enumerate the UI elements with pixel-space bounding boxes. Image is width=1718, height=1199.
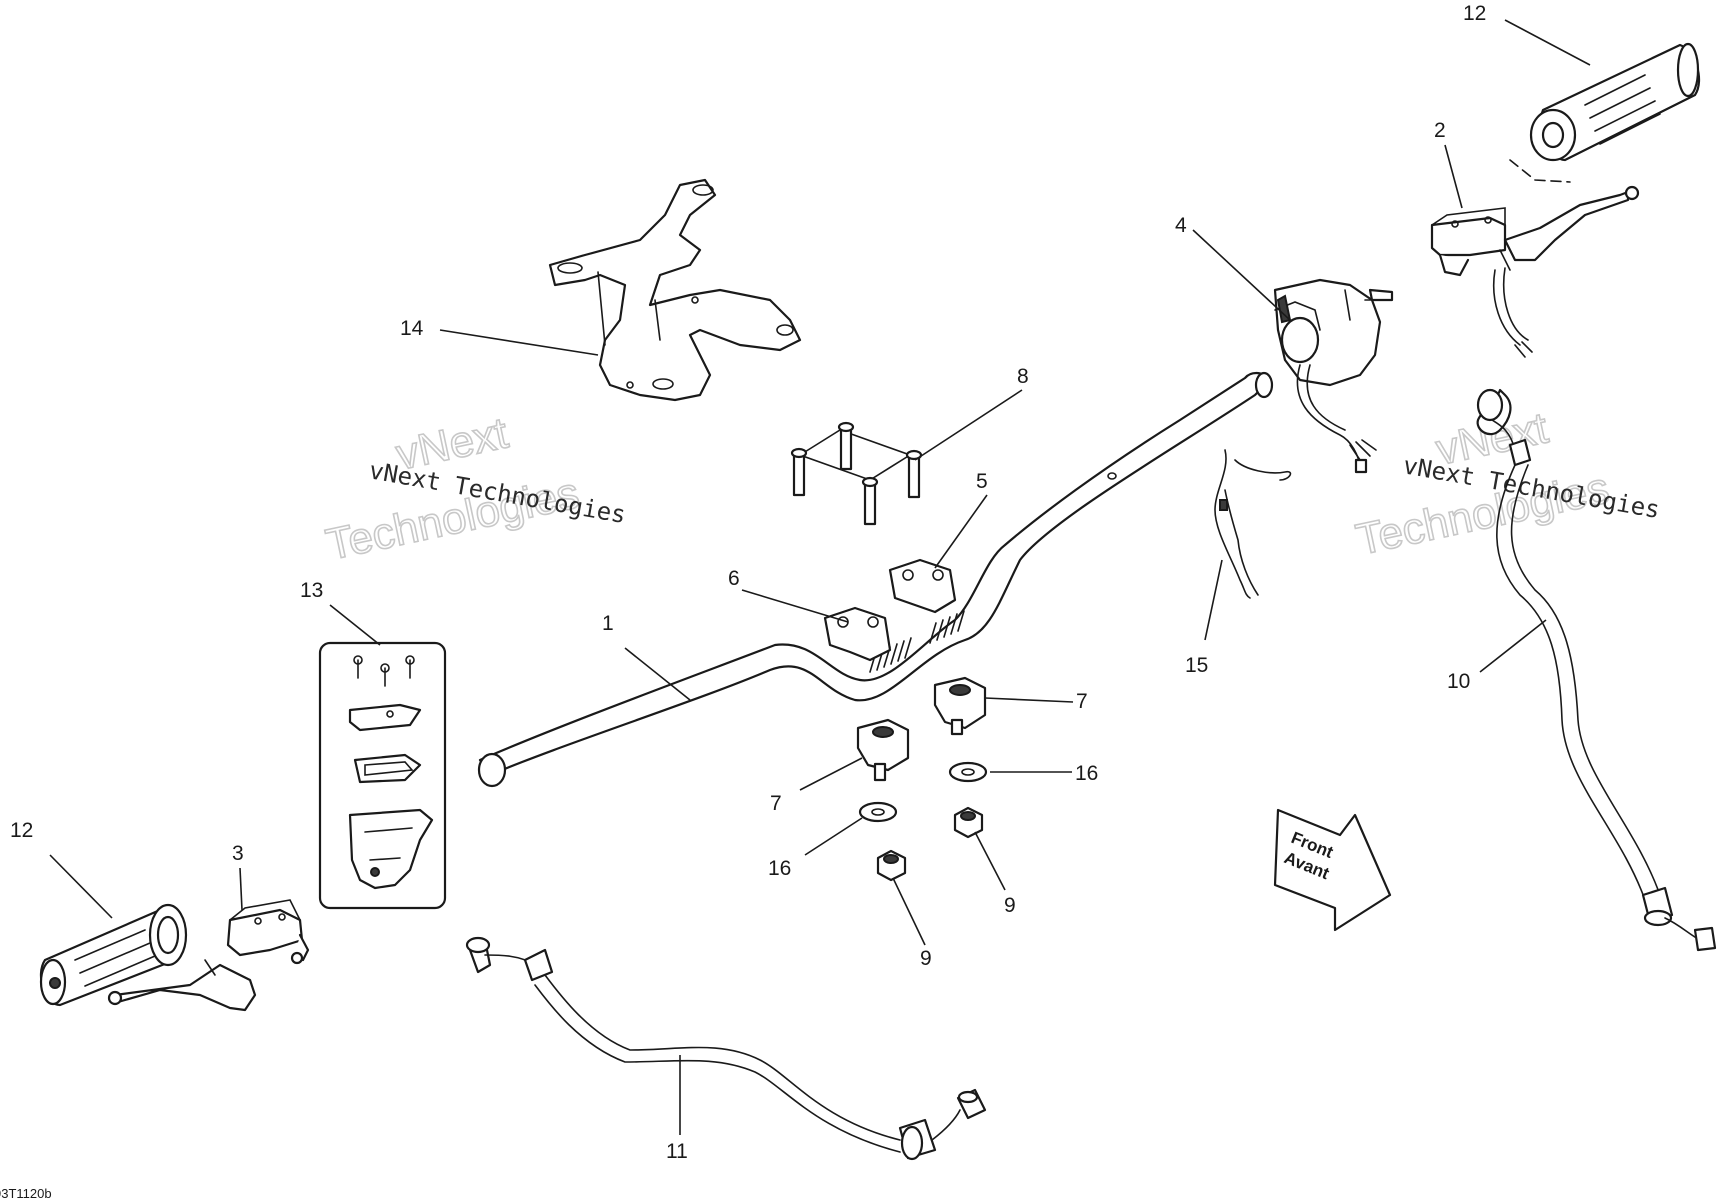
washer-left — [858, 801, 898, 823]
upper-clamp-5 — [888, 558, 957, 614]
right-grip — [1509, 42, 1700, 183]
callout-12-top: 12 — [1463, 2, 1486, 25]
upper-clamp-6 — [823, 606, 892, 662]
handlebar — [477, 371, 1274, 788]
bolt — [837, 421, 855, 471]
nut-right — [953, 806, 984, 839]
callout-5: 5 — [976, 470, 988, 493]
master-cylinder-kit — [318, 641, 447, 910]
callout-7-right: 7 — [1076, 690, 1088, 713]
figure-reference: 93T1120b — [0, 1186, 52, 1199]
callout-2: 2 — [1434, 119, 1446, 142]
handlebar-knurling — [869, 610, 965, 673]
left-grip — [39, 903, 188, 1007]
callout-9-right: 9 — [1004, 894, 1016, 917]
bolt — [905, 449, 923, 499]
callout-3: 3 — [232, 842, 244, 865]
callout-7-left: 7 — [770, 792, 782, 815]
nut-left — [876, 849, 907, 882]
lower-clamp-left — [856, 718, 910, 782]
callout-4: 4 — [1175, 214, 1187, 237]
leader-lines — [49, 19, 1591, 1135]
washer-right — [948, 761, 988, 783]
callout-15: 15 — [1185, 654, 1208, 677]
watermark-left: vNext Technologies vNext Technologies — [321, 408, 628, 571]
callouts: 1 2 3 4 5 6 7 7 8 9 9 10 11 12 12 13 14 … — [10, 2, 1486, 1163]
wiring-harness-15 — [1214, 449, 1292, 599]
lower-clamp-right — [933, 676, 987, 736]
callout-8: 8 — [1017, 365, 1029, 388]
callout-13: 13 — [300, 579, 323, 602]
right-brake-lever — [1430, 185, 1640, 358]
bolt — [861, 476, 879, 526]
brake-cable-right — [1476, 388, 1717, 952]
callout-16-left: 16 — [768, 857, 791, 880]
callout-14: 14 — [400, 317, 424, 340]
bolt — [790, 447, 808, 497]
callout-11: 11 — [666, 1140, 688, 1163]
callout-12-bottom: 12 — [10, 819, 33, 842]
bolts — [790, 421, 923, 526]
left-brake-lever — [107, 899, 310, 1012]
bracket — [548, 178, 802, 402]
switch-housing — [1273, 278, 1394, 474]
callout-1: 1 — [602, 612, 614, 635]
brake-cable-left — [465, 936, 987, 1161]
callout-9-left: 9 — [920, 947, 932, 970]
callout-16-right: 16 — [1075, 762, 1098, 785]
callout-6: 6 — [728, 567, 740, 590]
callout-10: 10 — [1447, 670, 1470, 693]
front-direction-arrow: Front Avant — [1273, 808, 1392, 932]
